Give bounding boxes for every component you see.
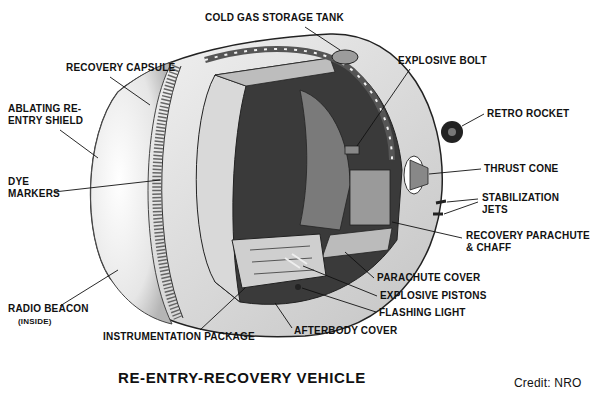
leader-line <box>60 130 98 158</box>
part-label: ABLATING RE-ENTRY SHIELD <box>8 103 108 126</box>
part-label: PARACHUTE COVER <box>377 272 480 284</box>
cold-gas-tank <box>332 50 358 64</box>
strap-band <box>205 49 392 160</box>
part-label: COLD GAS STORAGE TANK <box>205 12 344 24</box>
leader-line <box>60 270 118 306</box>
dye-marker-edge <box>162 66 183 318</box>
dye-marker-band <box>157 66 178 318</box>
retro-rocket <box>441 121 463 143</box>
part-label: RECOVERY CAPSULE <box>66 62 175 74</box>
part-label: INSTRUMENTATION PACKAGE <box>103 331 255 343</box>
parachute-container <box>350 170 390 225</box>
leader-line <box>345 252 374 278</box>
explosive-bolt <box>345 146 359 154</box>
stabilization-jets <box>433 201 446 214</box>
strap-holes <box>205 49 392 160</box>
part-label: AFTERBODY COVER <box>294 325 397 337</box>
leader-line <box>429 169 481 174</box>
leader-line <box>54 180 160 192</box>
credit-label: Credit: NRO <box>514 377 582 391</box>
capsule-bulkhead <box>300 90 350 230</box>
leader-line <box>110 77 150 105</box>
part-label: FLASHING LIGHT <box>379 307 466 319</box>
leader-line <box>392 222 462 238</box>
retro-rocket-nozzle <box>448 128 456 136</box>
flashing-light <box>295 284 301 290</box>
leader-line <box>447 199 478 202</box>
capsule-upper-wall <box>215 58 335 86</box>
leader-lines <box>54 27 484 330</box>
note-label: (INSIDE) <box>18 317 52 326</box>
instrumentation-detail <box>250 246 314 274</box>
part-label: STABILIZATION JETS <box>482 192 586 215</box>
leader-line <box>357 69 410 146</box>
part-label: RADIO BEACON <box>8 303 89 315</box>
part-label: DYE MARKERS <box>8 176 68 199</box>
diagram-title: RE-ENTRY-RECOVERY VEHICLE <box>118 369 366 386</box>
leader-line <box>275 303 292 328</box>
ablating-shield <box>91 62 172 324</box>
leader-line <box>200 288 245 330</box>
parachute-cover <box>322 228 392 258</box>
instrumentation-package <box>232 234 326 288</box>
part-label: EXPLOSIVE BOLT <box>398 55 487 67</box>
part-label: RETRO ROCKET <box>487 108 569 120</box>
leader-line <box>305 27 340 50</box>
part-label: THRUST CONE <box>484 163 558 175</box>
thrust-cone <box>410 160 428 190</box>
part-label: EXPLOSIVE PISTONS <box>380 290 487 302</box>
leader-line <box>444 202 478 214</box>
leader-line <box>462 114 484 126</box>
part-label: RECOVERY PARACHUTE & CHAFF <box>466 230 592 253</box>
leader-line <box>302 288 376 312</box>
